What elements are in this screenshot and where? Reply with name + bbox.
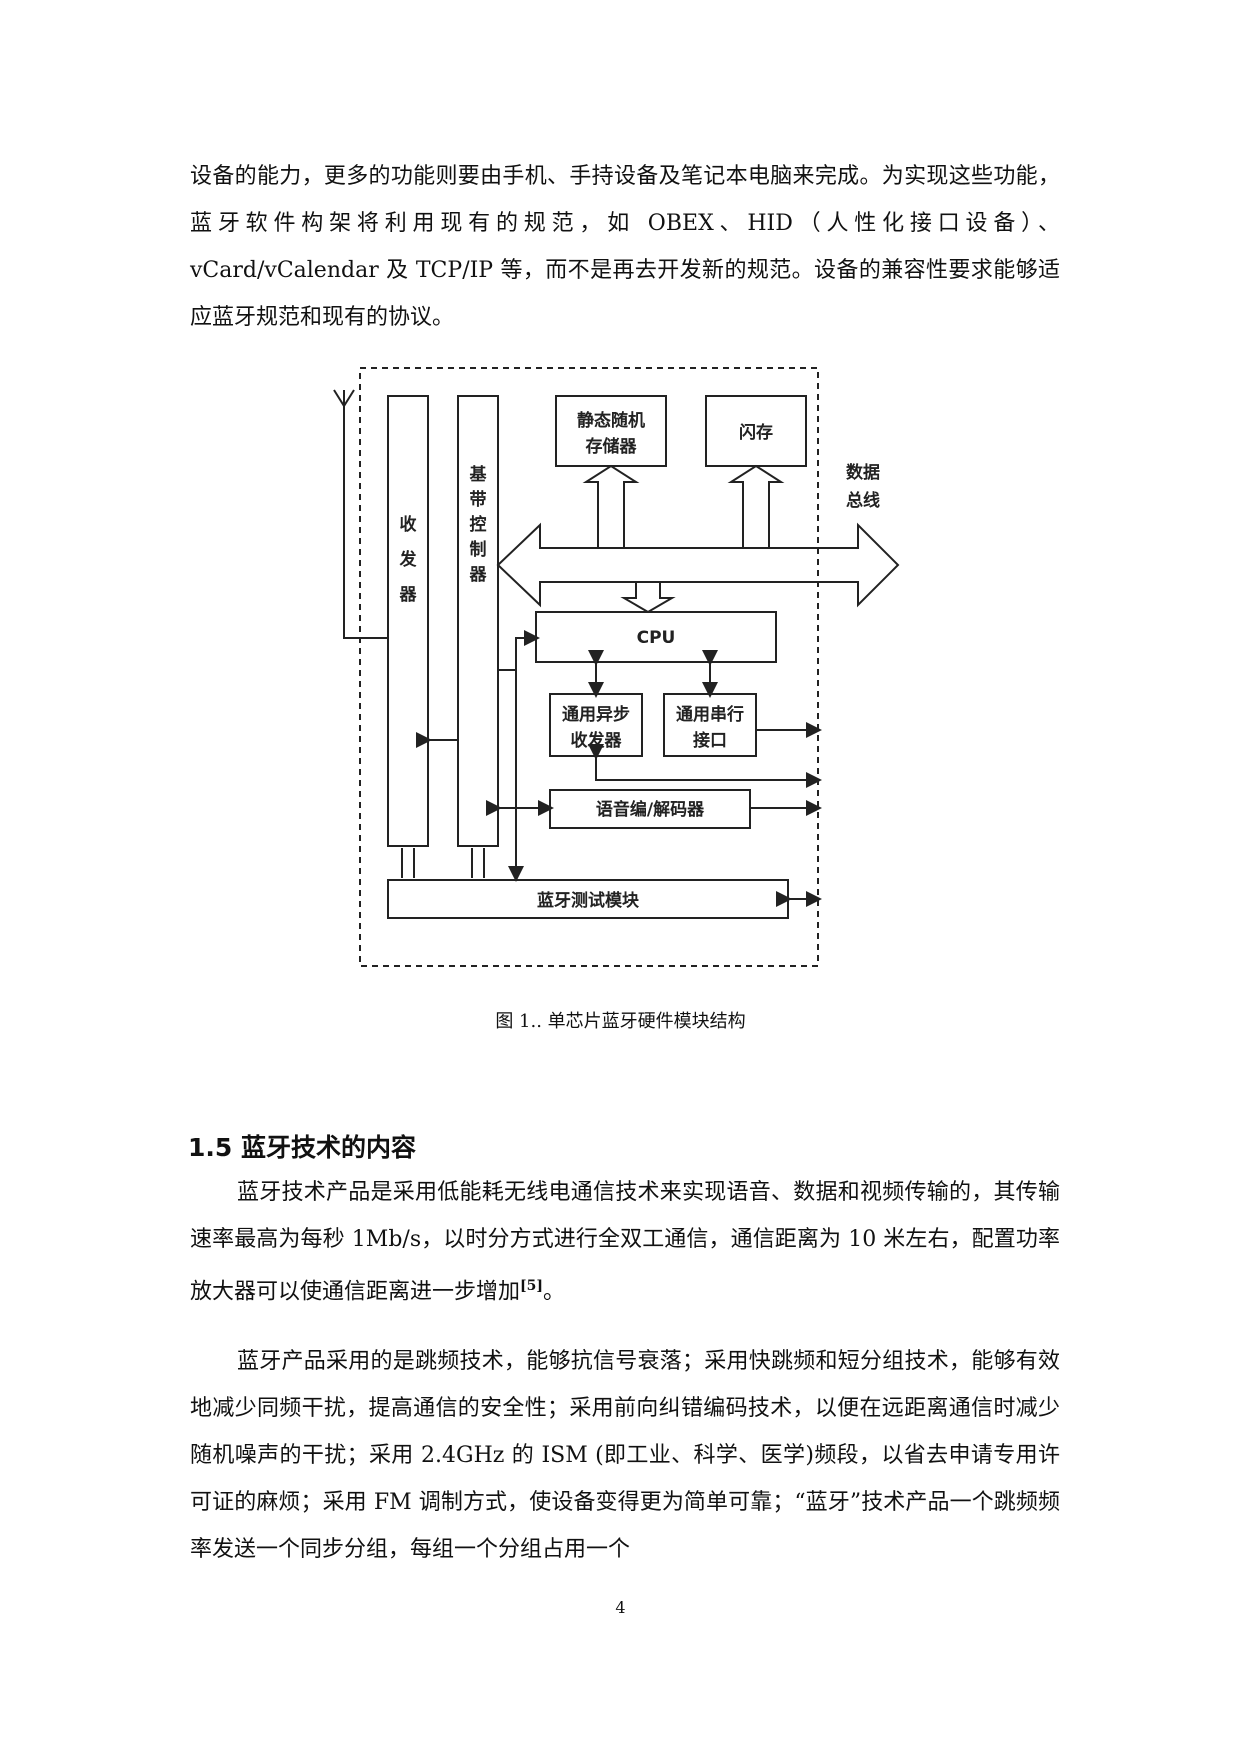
transceiver-label-2: 发 bbox=[399, 549, 418, 570]
section-paragraph-2: 蓝牙产品采用的是跳频技术，能够抗信号衰落；采用快跳频和短分组技术，能够有效地减少… bbox=[190, 1338, 1060, 1573]
baseband-label-3: 控 bbox=[470, 514, 487, 535]
page-number: 4 bbox=[615, 1598, 626, 1617]
transceiver-label: 收 发 器 bbox=[399, 514, 418, 605]
uart-label-2: 收发器 bbox=[571, 730, 623, 751]
flash-label: 闪存 bbox=[739, 422, 773, 443]
citation-ref[interactable]: [5] bbox=[520, 1278, 544, 1294]
uart-label-1: 通用异步 bbox=[562, 704, 630, 725]
figure-caption: 图 1.. 单芯片蓝牙硬件模块结构 bbox=[495, 1011, 746, 1032]
transceiver-block bbox=[387, 395, 429, 847]
transceiver-label-3: 器 bbox=[399, 585, 418, 605]
figure-hardware-block-diagram: 收 发 器 基 带 控 制 器 静态随机 存储器 闪存 数据 总线 CPU 通用… bbox=[318, 360, 918, 980]
codec-label: 语音编/解码器 bbox=[596, 799, 705, 820]
section-paragraph-1: 蓝牙技术产品是采用低能耗无线电通信技术来实现语音、数据和视频传输的，其传输速率最… bbox=[190, 1169, 1060, 1315]
data-bus-label-2: 总线 bbox=[846, 490, 880, 511]
section-heading: 1.5 蓝牙技术的内容 bbox=[188, 1133, 416, 1162]
test-module-label: 蓝牙测试模块 bbox=[537, 890, 640, 911]
data-bus-arrow bbox=[496, 522, 900, 608]
baseband-label-1: 基 bbox=[469, 464, 488, 485]
sram-label-1: 静态随机 bbox=[577, 410, 645, 431]
antenna-icon bbox=[333, 389, 388, 639]
transceiver-label-1: 收 bbox=[400, 514, 417, 535]
baseband-block bbox=[457, 395, 499, 847]
baseband-label: 基 带 控 制 器 bbox=[469, 464, 488, 585]
data-bus-label-1: 数据 bbox=[846, 462, 880, 483]
baseband-label-4: 制 bbox=[470, 539, 487, 560]
baseband-label-2: 带 bbox=[470, 489, 487, 510]
usb-label-1: 通用串行 bbox=[676, 704, 744, 725]
cpu-label: CPU bbox=[637, 628, 676, 648]
intro-paragraph: 设备的能力，更多的功能则要由手机、手持设备及笔记本电脑来完成。为实现这些功能，蓝… bbox=[190, 153, 1060, 341]
section-paragraph-2-text: 蓝牙产品采用的是跳频技术，能够抗信号衰落；采用快跳频和短分组技术，能够有效地减少… bbox=[190, 1349, 1060, 1562]
baseband-label-5: 器 bbox=[469, 565, 488, 585]
sram-label-2: 存储器 bbox=[586, 436, 638, 457]
intro-paragraph-text: 设备的能力，更多的功能则要由手机、手持设备及笔记本电脑来完成。为实现这些功能，蓝… bbox=[190, 164, 1060, 330]
section-paragraph-1-text: 蓝牙技术产品是采用低能耗无线电通信技术来实现语音、数据和视频传输的，其传输速率最… bbox=[190, 1180, 1060, 1305]
section-paragraph-1-end: 。 bbox=[543, 1279, 566, 1305]
usb-label-2: 接口 bbox=[693, 730, 727, 751]
block-diagram-svg: 收 发 器 基 带 控 制 器 静态随机 存储器 闪存 数据 总线 CPU 通用… bbox=[333, 367, 900, 967]
